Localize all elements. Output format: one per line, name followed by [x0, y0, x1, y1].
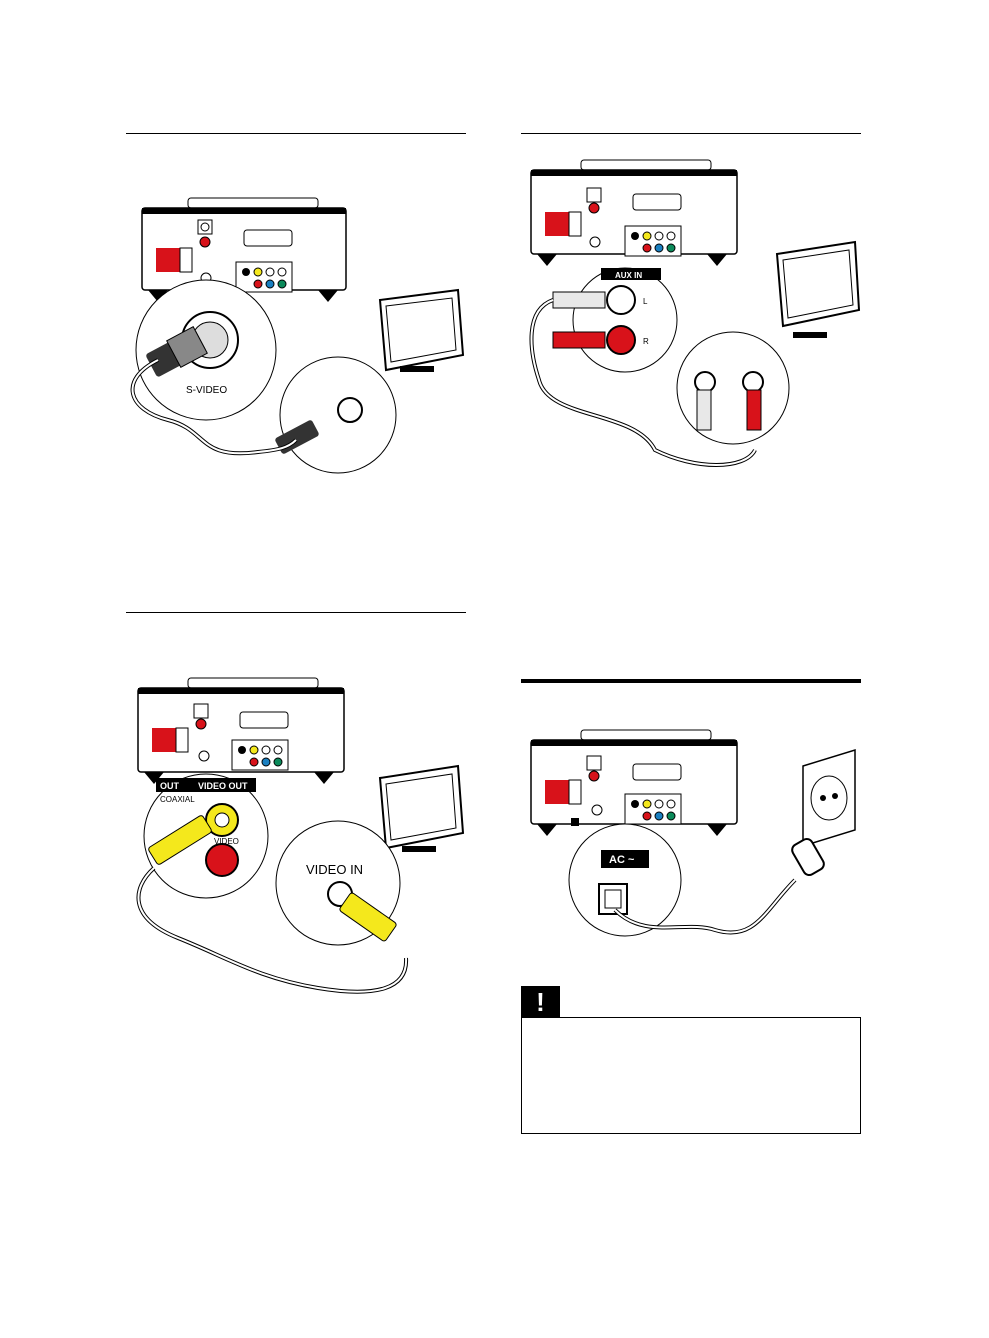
aux-panel-label: AUX IN [615, 271, 642, 280]
tv-audio-zoom-circle [676, 331, 790, 445]
aux-right-label: R [643, 337, 649, 346]
exclamation-icon: ! [536, 986, 545, 1017]
section-rule-right-top [521, 133, 861, 134]
section-rule-left-top [126, 133, 466, 134]
tv-video-in-label: VIDEO IN [306, 862, 363, 877]
aux-in-connection-figure: AUX IN L R [515, 150, 875, 480]
yellow-rca-plug-unit [148, 815, 212, 865]
panel-label-out: OUT [160, 781, 180, 791]
tv-illustration [378, 288, 465, 372]
video-out-zoom: OUT VIDEO OUT COAXIAL VIDEO [143, 773, 269, 899]
svideo-zoom-label: S-VIDEO [186, 385, 227, 396]
video-label: VIDEO [214, 837, 239, 846]
panel-label-video-out: VIDEO OUT [198, 781, 248, 791]
unit-rear-panel [530, 159, 738, 266]
caution-tab: ! [521, 986, 560, 1018]
section-rule-right-power [521, 679, 861, 683]
tv-illustration [378, 764, 465, 852]
ac-label: AC ~ [609, 854, 635, 866]
wall-socket [802, 748, 856, 848]
tv-illustration [775, 240, 861, 338]
aux-left-label: L [643, 297, 648, 306]
red-rca-plug [552, 331, 606, 349]
aux-zoom-circle [572, 267, 678, 373]
unit-rear-panel [137, 677, 345, 784]
power-plug [791, 837, 825, 877]
composite-video-connection-figure: OUT VIDEO OUT COAXIAL VIDEO VIDEO IN [118, 668, 478, 1008]
white-rca-plug [552, 291, 606, 309]
yellow-rca-plug-tv [339, 892, 397, 942]
caution-box [521, 1017, 861, 1134]
ac-zoom-circle [568, 823, 682, 937]
section-rule-left-middle [126, 612, 466, 613]
svideo-connection-figure: S-VIDEO [118, 190, 478, 480]
power-connection-figure: AC ~ [515, 720, 875, 960]
svideo-plug [146, 326, 208, 377]
unit-rear-panel [530, 729, 738, 836]
unit-rear-panel [141, 197, 347, 302]
coaxial-label: COAXIAL [160, 795, 195, 804]
